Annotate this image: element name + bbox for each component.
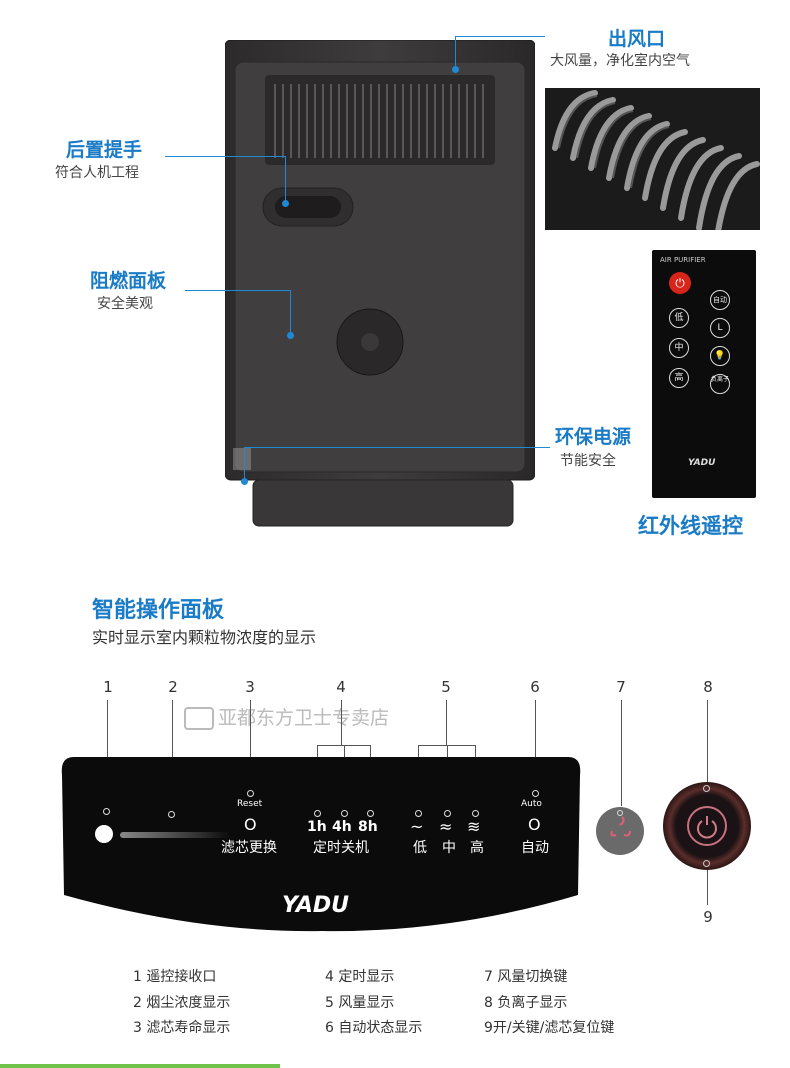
watermark: 亚都东方卫士专卖店 [184,703,389,730]
control-panel [60,755,582,933]
section-title: 智能操作面板 [92,598,225,623]
power-subtitle: 节能安全 [560,453,616,469]
power-icon [697,816,717,839]
reset-button[interactable]: O [244,815,257,834]
legend-item: 9开/关键/滤芯复位键 [484,1020,615,1036]
timer-1h: 1h [307,819,327,835]
auto-indicator: O [528,815,541,834]
fan-mid-symbol: ≈ [439,817,453,836]
camera-icon [184,707,214,730]
auto-small-label: Auto [521,799,542,809]
remote-low-button[interactable]: 低 [669,308,689,328]
fan-mode-button[interactable] [596,807,644,855]
callout-number-4: 4 [336,678,346,696]
callout-number-3: 3 [245,678,255,696]
remote-power-button[interactable]: ⏻ [669,272,691,294]
remote-control: AIR PURIFIER ⏻ 自动 低 L 中 💡 高 负离子 YADU [652,250,756,498]
remote-receiver [95,825,113,843]
handle-title: 后置提手 [66,139,143,161]
grille-closeup-image [545,88,760,241]
purifier-image [224,39,536,528]
remote-ion-button[interactable]: 负离子 [710,374,730,394]
panel-brand: YADU [282,893,349,918]
callout-number-2: 2 [168,678,178,696]
callout-number-8: 8 [703,678,713,696]
remote-light-button[interactable]: 💡 [710,346,730,366]
timer-label: 定时关机 [313,840,369,856]
callout-number-7: 7 [616,678,626,696]
remote-title: 红外线遥控 [638,514,743,538]
filter-label: 滤芯更换 [221,840,277,856]
fan-high-symbol: ≋ [467,817,481,836]
purifier-illustration [224,39,536,527]
legend-item: 5 风量显示 [325,995,395,1011]
power-button[interactable] [663,782,751,870]
dust-concentration-bar [120,832,230,838]
panel-subtitle: 安全美观 [97,296,153,312]
remote-auto-button[interactable]: 自动 [710,290,730,310]
handle-subtitle: 符合人机工程 [55,165,139,181]
bottom-accent-bar [0,1064,280,1068]
callout-number-5: 5 [441,678,451,696]
fan-icon [610,810,631,837]
timer-8h: 8h [358,819,378,835]
outlet-title: 出风口 [608,28,666,50]
panel-title: 阻燃面板 [90,270,167,292]
callout-number-6: 6 [530,678,540,696]
remote-L-button[interactable]: L [710,318,730,338]
fan-high-label: 高 [470,840,484,856]
power-title: 环保电源 [555,426,632,448]
legend-item: 8 负离子显示 [484,995,568,1011]
remote-high-button[interactable]: 高 [669,368,689,388]
legend-item: 6 自动状态显示 [325,1020,423,1036]
fan-low-symbol: ~ [410,817,424,836]
remote-brand: YADU [688,458,716,468]
auto-label: 自动 [521,840,549,856]
reset-label: Reset [237,799,263,809]
legend-item: 3 滤芯寿命显示 [133,1020,231,1036]
remote-mid-button[interactable]: 中 [669,338,689,358]
callout-number-9: 9 [703,908,713,926]
callout-number-1: 1 [103,678,113,696]
legend-item: 2 烟尘浓度显示 [133,995,231,1011]
outlet-subtitle: 大风量，净化室内空气 [550,53,690,69]
fan-low-label: 低 [413,840,427,856]
legend-item: 1 遥控接收口 [133,969,217,985]
fan-mid-label: 中 [442,840,456,856]
legend-item: 7 风量切换键 [484,969,568,985]
watermark-text: 亚都东方卫士专卖店 [218,707,390,729]
legend-item: 4 定时显示 [325,969,395,985]
timer-4h: 4h [332,819,352,835]
section-subtitle: 实时显示室内颗粒物浓度的显示 [92,628,317,647]
remote-header: AIR PURIFIER [660,256,706,264]
